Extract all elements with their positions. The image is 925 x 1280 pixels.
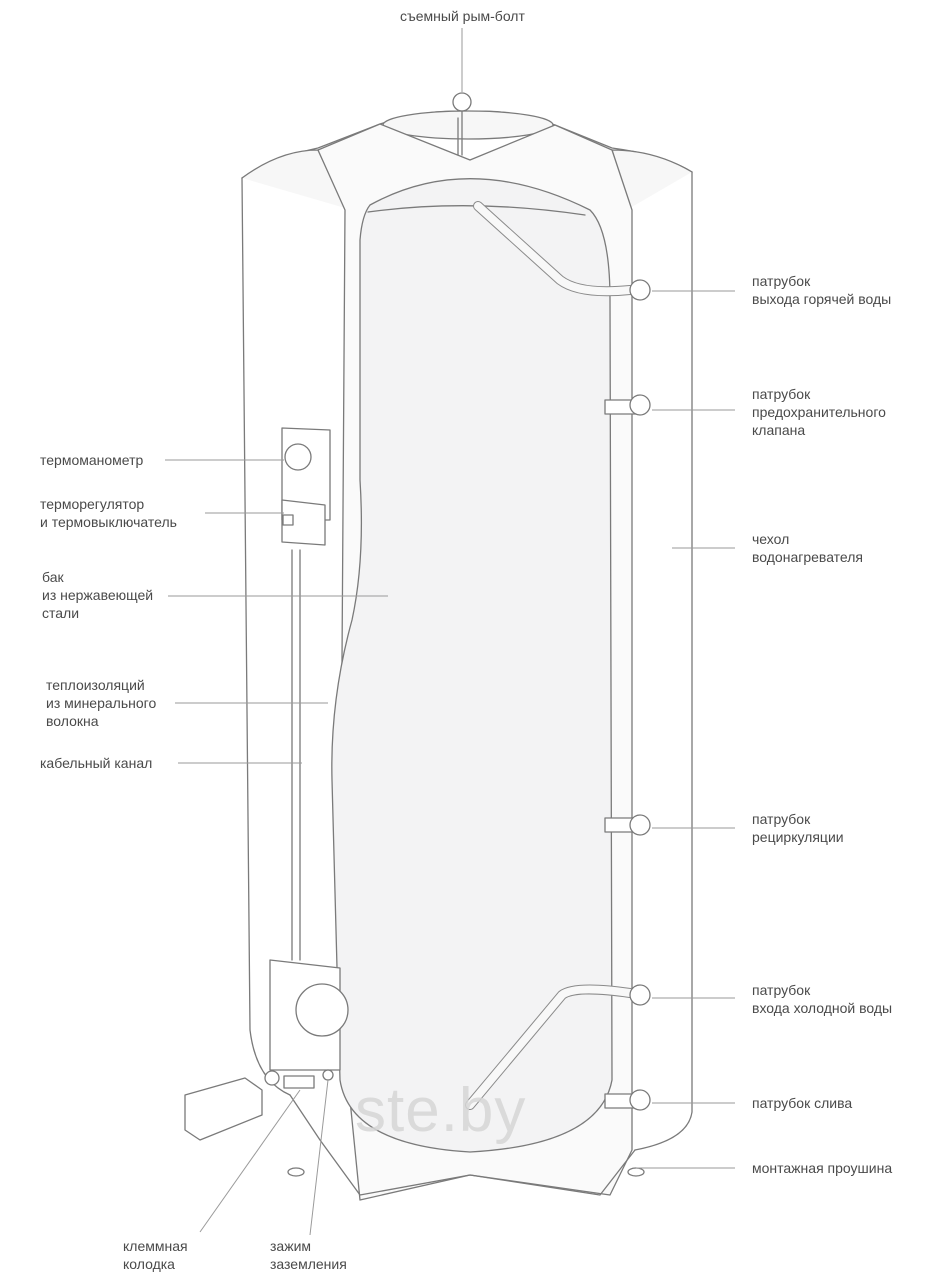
label-line: стали (42, 605, 80, 621)
label-line: из нержавеющей (42, 587, 154, 603)
label-cable-channel: кабельный канал (40, 755, 153, 771)
label-recirculation: патрубок рециркуляции (752, 810, 844, 846)
label-line: из минерального (46, 695, 157, 711)
label-line: патрубок (752, 982, 811, 998)
label-casing: чехол водонагревателя (752, 530, 863, 566)
label-safety-valve: патрубок предохранительного клапана (752, 385, 886, 439)
label-line: заземления (270, 1256, 347, 1272)
label-line: водонагревателя (752, 549, 863, 565)
top-right-rim (611, 149, 693, 209)
terminal-block (283, 1075, 315, 1089)
label-mount-lug: монтажная проушина (752, 1160, 893, 1176)
label-line: чехол (752, 531, 790, 547)
label-terminal-block: клеммная колодка (123, 1237, 188, 1273)
label-line: волокна (46, 713, 99, 729)
label-line: предохранительного (752, 404, 886, 420)
tray (184, 1077, 263, 1141)
ground-clamp (322, 1069, 334, 1081)
label-hot-outlet: патрубок выхода горячей воды (752, 272, 891, 308)
label-cold-inlet: патрубок входа холодной воды (752, 981, 892, 1017)
label-line: бак (42, 569, 64, 585)
label-line: клеммная (123, 1238, 188, 1254)
thermostat-box (281, 499, 326, 546)
label-line: выхода горячей воды (752, 291, 892, 307)
label-line: рециркуляции (752, 829, 844, 845)
casing-right (634, 171, 693, 1151)
label-line: входа холодной воды (752, 1000, 893, 1016)
label-line: патрубок (752, 386, 811, 402)
thermomanometer (284, 443, 312, 471)
label-ground-clamp: зажим заземления (270, 1237, 347, 1273)
top-left-rim (241, 149, 346, 209)
label-line: патрубок (752, 811, 811, 827)
label-line: зажим (270, 1238, 312, 1254)
label-insulation: теплоизоляций из минерального волокна (46, 676, 156, 730)
mount-lug-left (287, 1167, 305, 1177)
label-line: клапана (752, 422, 806, 438)
watermark: ste.by (355, 1076, 527, 1145)
label-line: и термовыключатель (40, 514, 177, 530)
label-drain: патрубок слива (752, 1095, 853, 1111)
label-eyebolt: съемный рым-болт (400, 8, 525, 24)
label-line: патрубок (752, 273, 811, 289)
casing-left (241, 177, 291, 1096)
base (289, 1094, 636, 1196)
label-tank: бак из нержавеющей стали (42, 568, 153, 622)
mount-lug-right (627, 1167, 645, 1177)
label-line: теплоизоляций (46, 677, 145, 693)
eyebolt (452, 92, 472, 112)
label-line: колодка (123, 1256, 175, 1272)
tank (331, 178, 613, 1153)
label-thermomanometer: термоманометр (40, 452, 144, 468)
label-line: терморегулятор (40, 496, 145, 512)
label-thermostat: терморегулятор и термовыключатель (40, 495, 177, 531)
